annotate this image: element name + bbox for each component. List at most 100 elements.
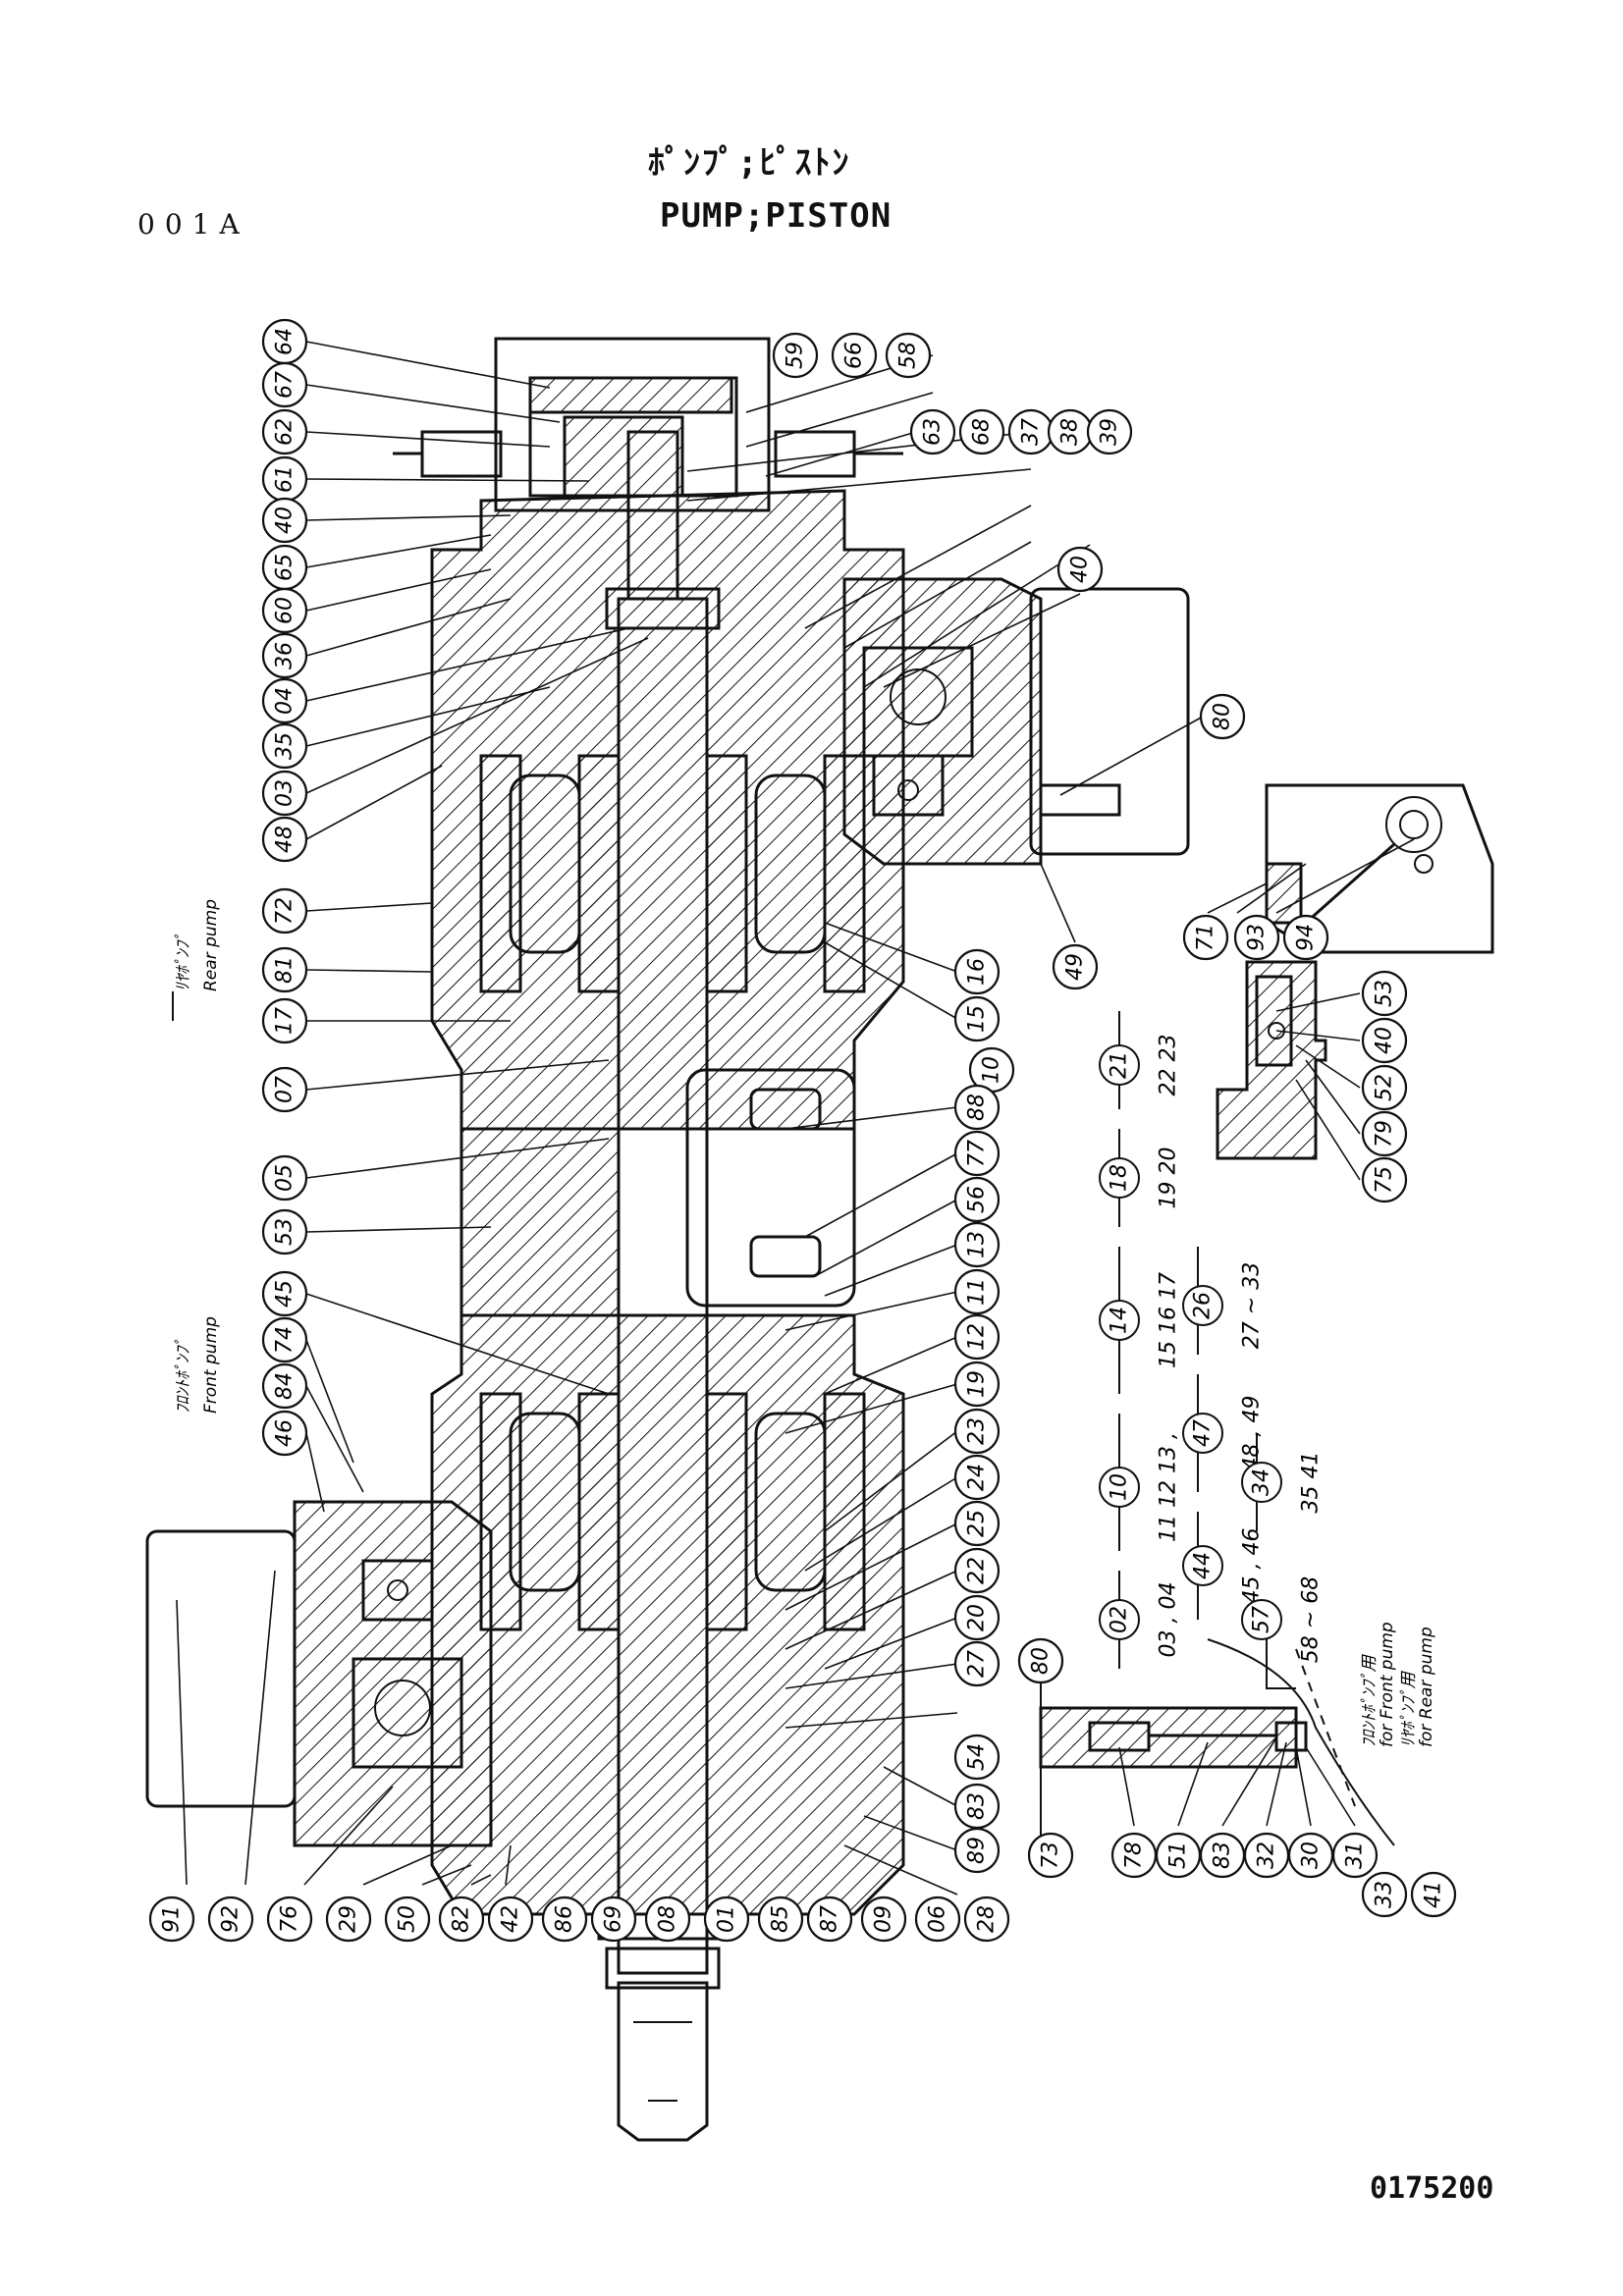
svg-text:83: 83 <box>1211 1842 1235 1869</box>
callout-38: 38 <box>1047 408 1094 455</box>
svg-text:88: 88 <box>965 1094 990 1121</box>
svg-text:09: 09 <box>872 1905 896 1933</box>
svg-text:41: 41 <box>1422 1881 1446 1908</box>
svg-text:19 20: 19 20 <box>1157 1148 1181 1209</box>
svg-text:46: 46 <box>273 1419 298 1447</box>
callout-53: 53 <box>1361 970 1408 1017</box>
svg-text:71: 71 <box>1194 924 1218 951</box>
svg-text:06: 06 <box>926 1905 950 1933</box>
drawing-number: 0175200 <box>1370 2171 1494 2206</box>
callout-61: 61 <box>261 455 308 503</box>
callout-85: 85 <box>757 1896 804 1943</box>
callout-83: 83 <box>1199 1832 1246 1879</box>
callout-80: 80 <box>1199 693 1246 740</box>
svg-text:80: 80 <box>1211 703 1235 730</box>
svg-text:20: 20 <box>965 1604 990 1631</box>
callout-88: 88 <box>953 1084 1001 1131</box>
svg-text:69: 69 <box>602 1905 626 1933</box>
callout-20: 20 <box>953 1594 1001 1641</box>
svg-text:76: 76 <box>278 1905 302 1933</box>
svg-text:91: 91 <box>160 1905 185 1933</box>
callout-15: 15 <box>953 995 1001 1042</box>
callout-87: 87 <box>806 1896 853 1943</box>
callout-10: 10 <box>968 1046 1015 1094</box>
svg-text:65: 65 <box>273 554 298 581</box>
callout-86: 86 <box>541 1896 588 1943</box>
top-cover <box>393 376 903 601</box>
front-regulator <box>145 1500 493 1847</box>
svg-text:44: 44 <box>1191 1552 1216 1579</box>
svg-text:15: 15 <box>965 1005 990 1033</box>
svg-text:14: 14 <box>1108 1307 1132 1334</box>
svg-text:19: 19 <box>965 1370 990 1398</box>
svg-text:83: 83 <box>965 1792 990 1820</box>
svg-text:12: 12 <box>965 1323 990 1351</box>
svg-text:27: 27 <box>965 1650 990 1678</box>
callout-92: 92 <box>207 1896 254 1943</box>
callout-37: 37 <box>1007 408 1055 455</box>
for-rear-pump-en: for Rear pump <box>1417 1627 1436 1747</box>
svg-text:93: 93 <box>1245 924 1270 951</box>
callout-80: 80 <box>1017 1637 1064 1684</box>
svg-text:68: 68 <box>970 418 995 446</box>
callout-23: 23 <box>953 1408 1001 1455</box>
callout-93: 93 <box>1233 914 1280 961</box>
svg-text:94: 94 <box>1294 924 1319 951</box>
callout-22: 22 <box>953 1547 1001 1594</box>
svg-text:18: 18 <box>1108 1164 1132 1192</box>
svg-text:48: 48 <box>273 826 298 853</box>
svg-text:03: 03 <box>273 779 298 807</box>
callout-53: 53 <box>261 1208 308 1255</box>
svg-text:53: 53 <box>273 1218 298 1246</box>
callout-74: 74 <box>261 1316 308 1363</box>
svg-text:08: 08 <box>656 1905 680 1933</box>
svg-text:45 , 46: 45 , 46 <box>1240 1528 1265 1604</box>
svg-text:86: 86 <box>553 1905 577 1933</box>
svg-text:87: 87 <box>818 1905 842 1933</box>
title-english: PUMP;PISTON <box>660 196 893 236</box>
rear-pump-label-en: Rear pump <box>201 899 221 991</box>
svg-text:10: 10 <box>980 1056 1004 1084</box>
svg-text:25: 25 <box>965 1510 990 1537</box>
svg-text:24: 24 <box>965 1464 990 1491</box>
svg-text:89: 89 <box>965 1837 990 1864</box>
svg-text:40: 40 <box>1373 1027 1397 1054</box>
svg-text:58: 58 <box>896 342 921 369</box>
callout-51: 51 <box>1155 1832 1202 1879</box>
callout-56: 56 <box>953 1176 1001 1223</box>
svg-text:50: 50 <box>396 1905 420 1933</box>
svg-text:62: 62 <box>273 418 298 446</box>
svg-text:74: 74 <box>273 1326 298 1354</box>
callout-83: 83 <box>953 1783 1001 1830</box>
callout-11: 11 <box>953 1268 1001 1315</box>
callout-35: 35 <box>261 722 308 770</box>
svg-text:21: 21 <box>1108 1051 1132 1079</box>
callout-40: 40 <box>1056 546 1104 593</box>
svg-text:23: 23 <box>965 1417 990 1445</box>
callout-36: 36 <box>261 632 308 679</box>
callout-40: 40 <box>261 497 308 544</box>
svg-text:01: 01 <box>715 1905 739 1933</box>
callout-59: 59 <box>772 332 819 379</box>
callout-12: 12 <box>953 1313 1001 1361</box>
callout-79: 79 <box>1361 1110 1408 1157</box>
callout-41: 41 <box>1410 1871 1457 1918</box>
svg-text:07: 07 <box>273 1076 298 1103</box>
callout-73: 73 <box>1027 1832 1074 1879</box>
callout-71: 71 <box>1182 914 1229 961</box>
callout-84: 84 <box>261 1362 308 1410</box>
svg-text:57: 57 <box>1250 1606 1274 1633</box>
inset-plug-detail <box>1216 960 1327 1160</box>
pump-housing <box>430 337 905 1916</box>
callout-16: 16 <box>953 948 1001 995</box>
callout-69: 69 <box>590 1896 637 1943</box>
callout-45: 45 <box>261 1270 308 1317</box>
svg-text:28: 28 <box>975 1905 1000 1933</box>
svg-text:59: 59 <box>784 342 808 369</box>
front-pump-label-jp: ﾌﾛﾝﾄﾎﾟﾝﾌﾟ <box>174 1339 193 1415</box>
